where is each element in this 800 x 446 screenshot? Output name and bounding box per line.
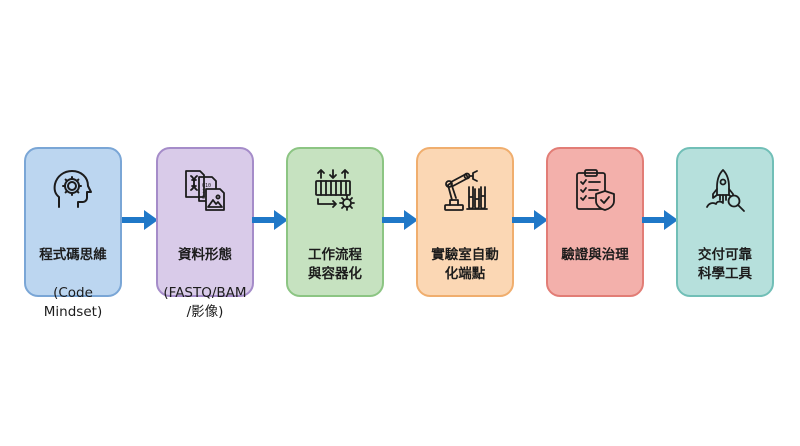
flow-arrow xyxy=(250,207,290,233)
step-label: 工作流程 與容器化 xyxy=(308,227,362,284)
step-subtitle: (Code Mindset) xyxy=(43,285,103,320)
checklist-shield-icon xyxy=(572,167,618,213)
step-label: 資料形態 (FASTQ/BAM /影像) xyxy=(163,227,246,322)
dna-files-icon: 010 101 010 xyxy=(182,167,228,213)
step-title: 資料形態 xyxy=(177,247,232,263)
step-title: 交付可靠 科學工具 xyxy=(698,247,752,282)
step-card-lab-automation: 實驗室自動 化端點 xyxy=(416,147,514,297)
flow-arrow xyxy=(640,207,680,233)
container-workflow-icon xyxy=(312,167,358,213)
flow-arrow xyxy=(510,207,550,233)
step-card-workflow-container: 工作流程 與容器化 xyxy=(286,147,384,297)
step-card-validation-governance: 驗證與治理 xyxy=(546,147,644,297)
step-title: 實驗室自動 化端點 xyxy=(431,247,499,282)
svg-text:010: 010 xyxy=(202,183,211,189)
step-title: 程式碼思維 xyxy=(39,247,107,263)
flow-arrow xyxy=(380,207,420,233)
flow-arrow xyxy=(120,207,160,233)
step-label: 驗證與治理 xyxy=(561,227,629,265)
step-card-deliver-tools: 交付可靠 科學工具 xyxy=(676,147,774,297)
robot-arm-icon xyxy=(442,167,488,213)
step-title: 工作流程 與容器化 xyxy=(308,247,362,282)
step-label: 交付可靠 科學工具 xyxy=(698,227,752,284)
rocket-magnifier-icon xyxy=(702,167,748,213)
step-title: 驗證與治理 xyxy=(561,247,629,263)
step-label: 程式碼思維 (Code Mindset) xyxy=(39,227,107,322)
step-label: 實驗室自動 化端點 xyxy=(431,227,499,284)
step-card-data-types: 010 101 010 資料形態 (FASTQ/BAM /影像) xyxy=(156,147,254,320)
step-subtitle: (FASTQ/BAM /影像) xyxy=(163,285,247,320)
step-card-code-mindset: 程式碼思維 (Code Mindset) xyxy=(24,147,122,320)
head-gear-icon xyxy=(50,167,96,213)
